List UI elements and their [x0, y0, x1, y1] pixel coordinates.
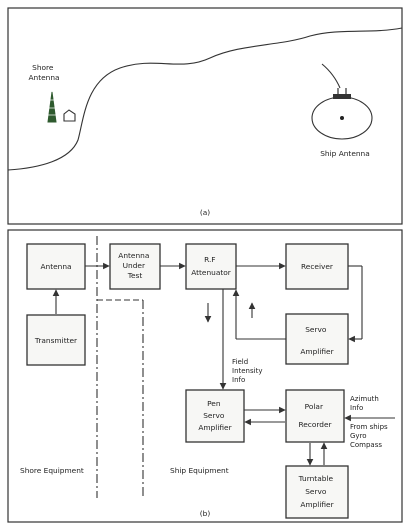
receiver-box-label: Receiver: [301, 262, 334, 271]
panel-b-frame: [7, 229, 403, 523]
azimuth-info-label: Azimuth Info: [350, 395, 381, 412]
ship-antenna-label: Ship Antenna: [320, 149, 370, 158]
field-intensity-label: Field Intensity Info: [232, 358, 265, 384]
antenna-box-label: Antenna: [40, 262, 71, 271]
rf-attenuator-box: [185, 243, 237, 290]
servo-amplifier-box: [285, 313, 349, 365]
panel-a-frame: [7, 7, 403, 225]
panel-b-caption: (b): [200, 509, 211, 518]
transmitter-box-label: Transmitter: [34, 336, 78, 345]
pen-servo-amplifier-box: [185, 389, 245, 443]
servo-amplifier-label: Servo Amplifier: [300, 325, 334, 356]
panel-a: Shore Antenna Ship Antenna (a): [7, 7, 403, 225]
gyro-compass-label: From ships Gyro Compass: [350, 423, 390, 449]
shore-antenna-label: Shore Antenna: [28, 63, 59, 82]
connections: [52, 262, 395, 466]
receiver-box: [285, 243, 349, 290]
polar-recorder-label: Polar Recorder: [298, 402, 332, 429]
turntable-servo-amplifier-label: Turntable Servo Amplifier: [298, 474, 336, 509]
transmitter-box: [26, 314, 86, 366]
pen-servo-amplifier-label: Pen Servo Amplifier: [198, 399, 232, 432]
rf-attenuator-label: R.F Attenuator: [191, 255, 232, 277]
polar-recorder-box: [285, 389, 345, 443]
ship-equipment-label: Ship Equipment: [170, 466, 229, 475]
ship-antenna-icon: [311, 63, 373, 140]
coastline: [7, 27, 403, 171]
turntable-servo-amplifier-box: [285, 465, 349, 519]
panel-a-caption: (a): [200, 208, 210, 217]
shore-building-icon: [63, 109, 76, 122]
shore-antenna-icon: [47, 91, 57, 123]
antenna-under-test-label: Antenna Under Test: [118, 251, 151, 280]
panel-b: Antenna Antenna Under Test R.F Attenuato…: [7, 229, 403, 523]
shore-equipment-label: Shore Equipment: [20, 466, 84, 475]
